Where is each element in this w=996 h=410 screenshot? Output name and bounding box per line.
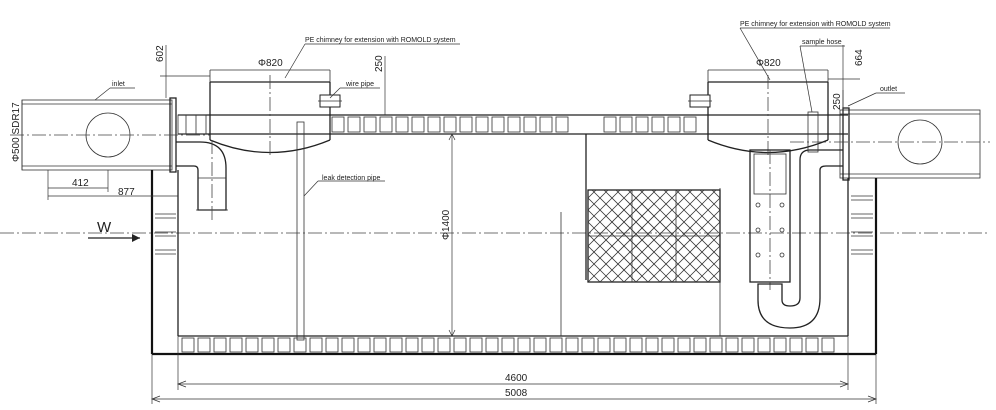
sample-hose-label: sample hose [802, 39, 842, 46]
inlet-elbow [176, 140, 228, 222]
chimney-right-label: PE chimney for extension with ROMOLD sys… [740, 21, 891, 28]
leader-lines [94, 27, 905, 197]
inlet-label: inlet [112, 81, 125, 88]
dim-877: 877 [118, 187, 135, 198]
chimney-right [707, 70, 829, 158]
dim-5008: 5008 [505, 388, 528, 399]
dim-4600: 4600 [505, 373, 528, 384]
dim-602: 602 [155, 45, 166, 62]
chimney-left-label: PE chimney for extension with ROMOLD sys… [305, 37, 456, 44]
outlet-pipe [839, 107, 981, 181]
coalescence-filter [587, 189, 721, 283]
dim-250-left: 250 [374, 55, 385, 72]
dim-chimney-right: Φ820 [756, 58, 781, 69]
wire-pipe-caps [318, 94, 712, 108]
outlet-label: outlet [880, 86, 897, 93]
dim-chimney-left: Φ820 [258, 58, 283, 69]
top-ribs [331, 116, 697, 133]
flow-arrow [88, 234, 140, 242]
dim-250-right: 250 [832, 93, 843, 110]
flow-direction-label: W [97, 219, 112, 236]
wire-pipe-label: wire pipe [345, 81, 374, 88]
bottom-ribs [181, 337, 835, 353]
dim-pipe-diameter: Φ500 SDR17 [11, 102, 22, 162]
leak-detection-label: leak detection pipe [322, 175, 380, 182]
dim-1400: Φ1400 [441, 209, 452, 240]
tank-body [150, 114, 878, 356]
dim-664: 664 [854, 49, 865, 66]
dimension-lines [21, 45, 877, 404]
chimney-left [209, 70, 331, 158]
leak-detection-pipe [296, 121, 305, 341]
outlet-assembly [749, 111, 843, 329]
baffle-plates [560, 134, 721, 336]
dim-412: 412 [72, 178, 89, 189]
